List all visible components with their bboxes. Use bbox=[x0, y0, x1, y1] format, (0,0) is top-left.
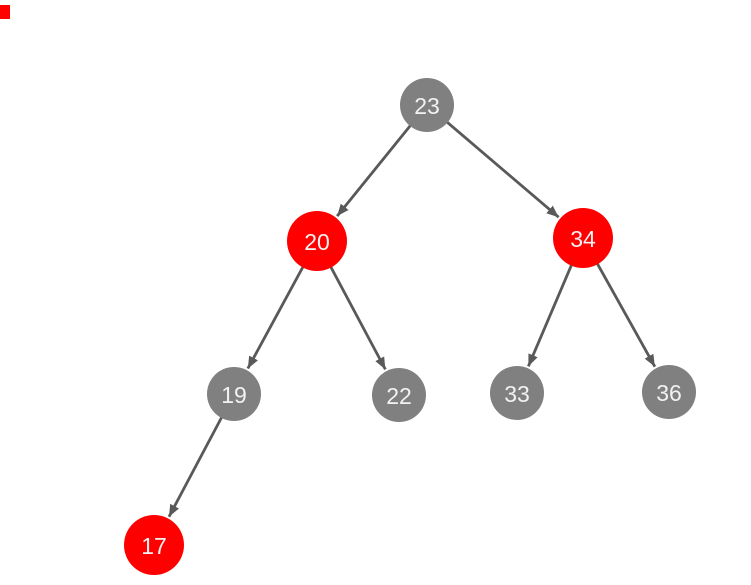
tree-edge-23-34 bbox=[426, 103, 560, 219]
node-circle bbox=[400, 78, 454, 132]
node-label: 23 bbox=[414, 93, 440, 119]
tree-node-33: 33 bbox=[490, 366, 544, 420]
node-circle bbox=[372, 368, 426, 422]
node-circle bbox=[207, 367, 261, 421]
node-circle bbox=[642, 365, 696, 419]
tree-node-19: 19 bbox=[207, 367, 261, 421]
tree-node-22: 22 bbox=[372, 368, 426, 422]
node-label: 36 bbox=[656, 380, 682, 406]
node-circle bbox=[287, 211, 347, 271]
edges-layer bbox=[167, 103, 657, 518]
node-circle bbox=[490, 366, 544, 420]
node-label: 22 bbox=[386, 383, 412, 409]
tree-node-36: 36 bbox=[642, 365, 696, 419]
node-label: 33 bbox=[504, 381, 530, 407]
node-label: 17 bbox=[141, 533, 167, 559]
nodes-layer: 23 20 34 19 22 33 36 17 bbox=[124, 78, 696, 575]
tree-node-17: 17 bbox=[124, 515, 184, 575]
tree-node-34: 34 bbox=[553, 208, 613, 268]
node-circle bbox=[553, 208, 613, 268]
tree-node-23: 23 bbox=[400, 78, 454, 132]
tree-node-20: 20 bbox=[287, 211, 347, 271]
node-circle bbox=[124, 515, 184, 575]
node-label: 20 bbox=[304, 229, 330, 255]
corner-marker bbox=[0, 5, 10, 19]
node-label: 34 bbox=[570, 226, 596, 252]
node-label: 19 bbox=[221, 382, 247, 408]
